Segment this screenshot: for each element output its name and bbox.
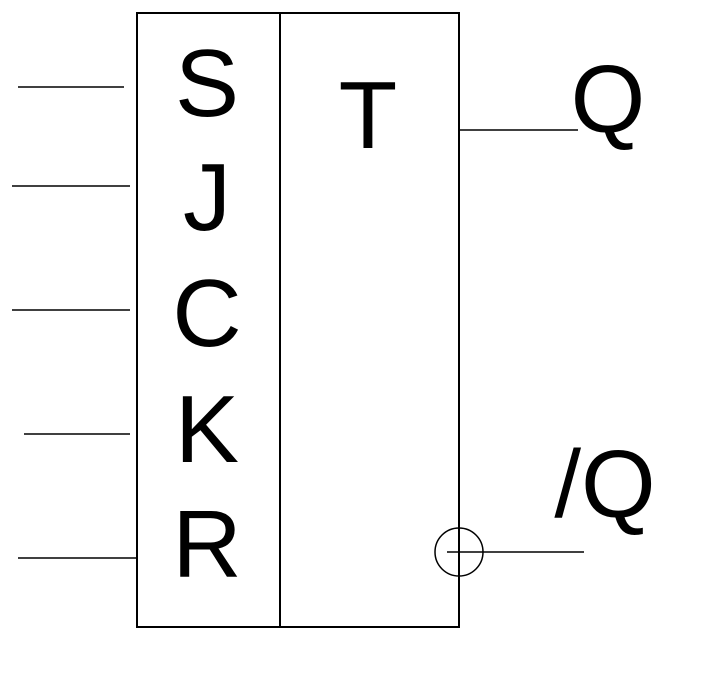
input-label-k: K	[175, 376, 239, 483]
input-label-j: J	[183, 144, 231, 251]
input-label-r: R	[172, 491, 241, 598]
input-label-s: S	[175, 30, 239, 137]
output-label-q: Q	[571, 46, 646, 153]
function-label: T	[339, 62, 398, 169]
input-label-c: C	[172, 260, 241, 367]
output-label-q-inverted: /Q	[554, 431, 655, 538]
block-body	[136, 12, 460, 628]
